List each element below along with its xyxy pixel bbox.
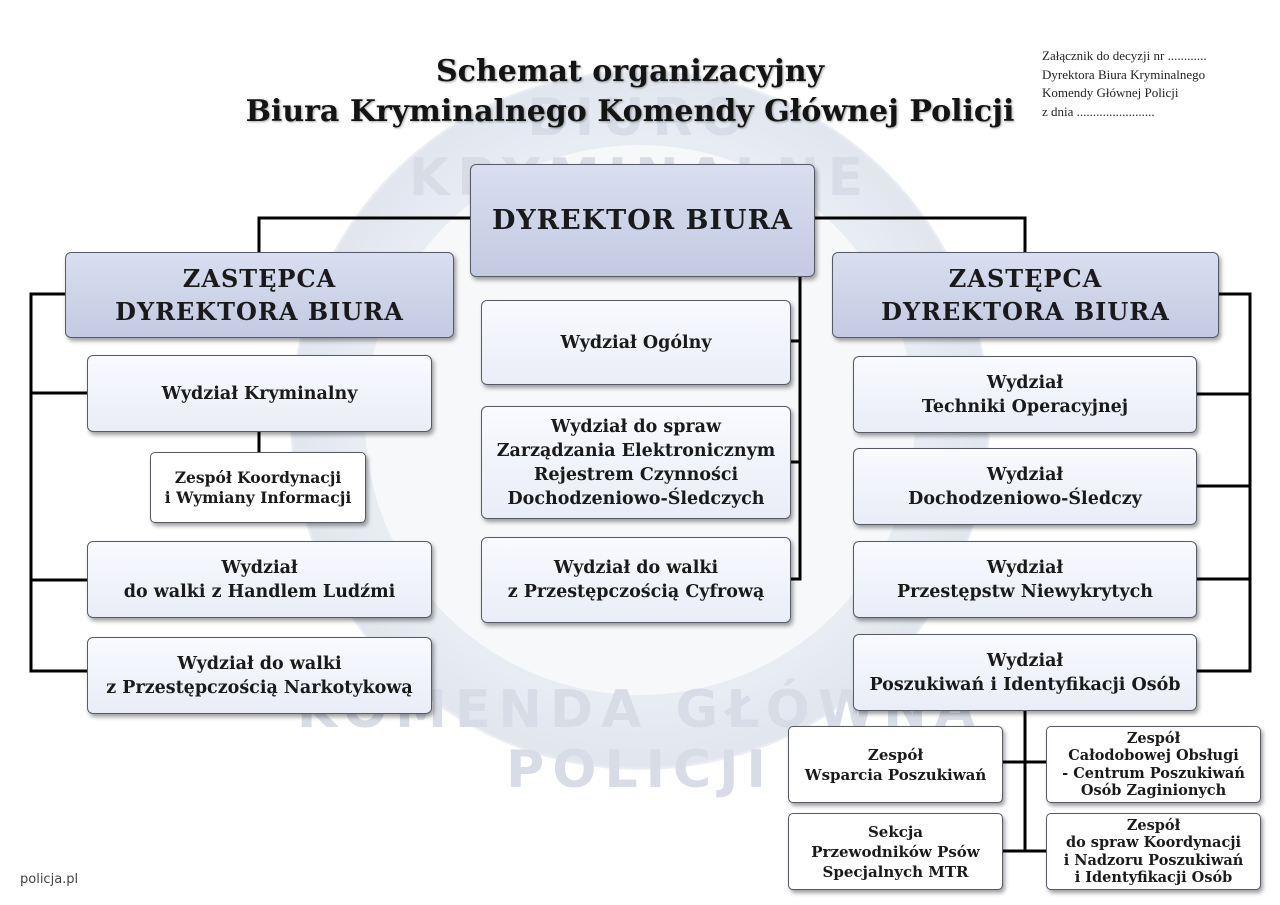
operational-technique-department-box: Wydział Techniki Operacyjnej: [853, 356, 1197, 433]
box-line: DYREKTOR BIURA: [491, 205, 793, 236]
box-line: Techniki Operacyjnej: [921, 396, 1129, 417]
title-line-1: Schemat organizacyjny: [435, 54, 825, 89]
box-line: DYREKTORA BIURA: [115, 297, 404, 326]
box-line: Rejestrem Czynności: [533, 464, 739, 485]
deputy-director-right-box: ZASTĘPCA DYREKTORA BIURA: [832, 252, 1219, 338]
box-line: ZASTĘPCA: [182, 264, 337, 293]
narcotics-department-box: Wydział do walki z Przestępczością Narko…: [87, 637, 432, 714]
annex-note: Załącznik do decyzji nr ............ Dyr…: [1042, 47, 1272, 121]
title-line-2: Biura Kryminalnego Komendy Głównej Polic…: [245, 94, 1015, 129]
box-line: Zespół: [867, 745, 924, 764]
source-credit: policja.pl: [20, 872, 79, 887]
annex-line: Dyrektora Biura Kryminalnego: [1042, 66, 1206, 82]
box-line: Całodobowej Obsługi: [1068, 747, 1239, 764]
missing-persons-center-team-box: Zespół Całodobowej Obsługi - Centrum Pos…: [1046, 726, 1261, 803]
box-line: z Przestępczością Narkotykową: [106, 677, 413, 698]
box-line: do spraw Koordynacji: [1065, 834, 1242, 851]
box-line: Wydział: [986, 557, 1064, 578]
box-line: z Przestępczością Cyfrową: [507, 582, 765, 602]
box-line: Specjalnych MTR: [822, 862, 969, 881]
box-line: i Identyfikacji Osób: [1074, 869, 1233, 886]
box-line: Przewodników Psów: [811, 842, 980, 861]
annex-line: z dnia ........................: [1042, 103, 1155, 119]
box-line: Zespół: [1126, 816, 1181, 834]
general-department-box: Wydział Ogólny: [481, 300, 791, 385]
deputy-director-left-box: ZASTĘPCA DYREKTORA BIURA: [65, 252, 454, 338]
box-line: Dochodzeniowo-Śledczy: [908, 488, 1142, 509]
cybercrime-department-box: Wydział do walki z Przestępczością Cyfro…: [481, 537, 791, 623]
human-trafficking-department-box: Wydział do walki z Handlem Ludźmi: [87, 541, 432, 618]
box-line: Osób Zaginionych: [1080, 782, 1227, 799]
box-line: - Centrum Poszukiwań: [1062, 764, 1245, 782]
search-support-team-box: Zespół Wsparcia Poszukiwań: [788, 726, 1003, 803]
box-line: Poszukiwań i Identyfikacji Osób: [869, 674, 1181, 695]
box-line: Wsparcia Poszukiwań: [804, 765, 987, 784]
box-line: i Wymiany Informacji: [164, 487, 352, 507]
box-line: Dochodzeniowo-Śledczych: [507, 488, 765, 509]
connector-director-central-bus: [789, 275, 802, 581]
box-line: Wydział: [986, 372, 1064, 393]
box-line: Wydział do spraw: [550, 416, 722, 437]
investigation-department-box: Wydział Dochodzeniowo-Śledczy: [853, 448, 1197, 525]
undetected-crimes-department-box: Wydział Przestępstw Niewykrytych: [853, 541, 1197, 618]
box-line: Wydział: [986, 464, 1064, 485]
search-coordination-team-box: Zespół do spraw Koordynacji i Nadzoru Po…: [1046, 813, 1261, 890]
director-box: DYREKTOR BIURA: [470, 164, 815, 277]
box-line: Wydział do walki: [177, 653, 342, 674]
box-line: Wydział do walki: [553, 558, 719, 578]
box-line: Wydział Ogólny: [560, 332, 712, 353]
coordination-team-box: Zespół Koordynacji i Wymiany Informacji: [150, 452, 366, 523]
box-line: i Nadzoru Poszukiwań: [1063, 851, 1244, 869]
search-identification-department-box: Wydział Poszukiwań i Identyfikacji Osób: [853, 634, 1197, 711]
connector-director-left-deputy: [257, 216, 472, 254]
annex-line: Komendy Głównej Policji: [1042, 85, 1179, 100]
annex-line: Załącznik do decyzji nr ............: [1042, 48, 1207, 63]
box-line: Wydział: [221, 557, 298, 578]
criminal-department-box: Wydział Kryminalny: [87, 355, 432, 432]
connector-right-deputy-bus: [1195, 292, 1252, 673]
box-line: Zespół Koordynacji: [174, 467, 342, 487]
electronic-register-department-box: Wydział do spraw Zarządzania Elektronicz…: [481, 406, 791, 519]
dog-handlers-section-box: Sekcja Przewodników Psów Specjalnych MTR: [788, 813, 1003, 890]
box-line: Wydział: [986, 650, 1064, 671]
box-line: ZASTĘPCA: [948, 264, 1103, 293]
connector-left-deputy-bus: [29, 292, 89, 673]
chart-title: Schemat organizacyjny Biura Kryminalnego…: [200, 52, 1060, 132]
box-line: DYREKTORA BIURA: [881, 297, 1170, 326]
box-line: Zarządzania Elektronicznym: [496, 440, 776, 461]
box-line: do walki z Handlem Ludźmi: [123, 581, 396, 602]
box-line: Sekcja: [867, 822, 924, 841]
connector-director-right-deputy: [813, 216, 1027, 254]
box-line: Zespół: [1126, 729, 1181, 747]
box-line: Przestępstw Niewykrytych: [896, 581, 1153, 602]
box-line: Wydział Kryminalny: [161, 383, 358, 404]
